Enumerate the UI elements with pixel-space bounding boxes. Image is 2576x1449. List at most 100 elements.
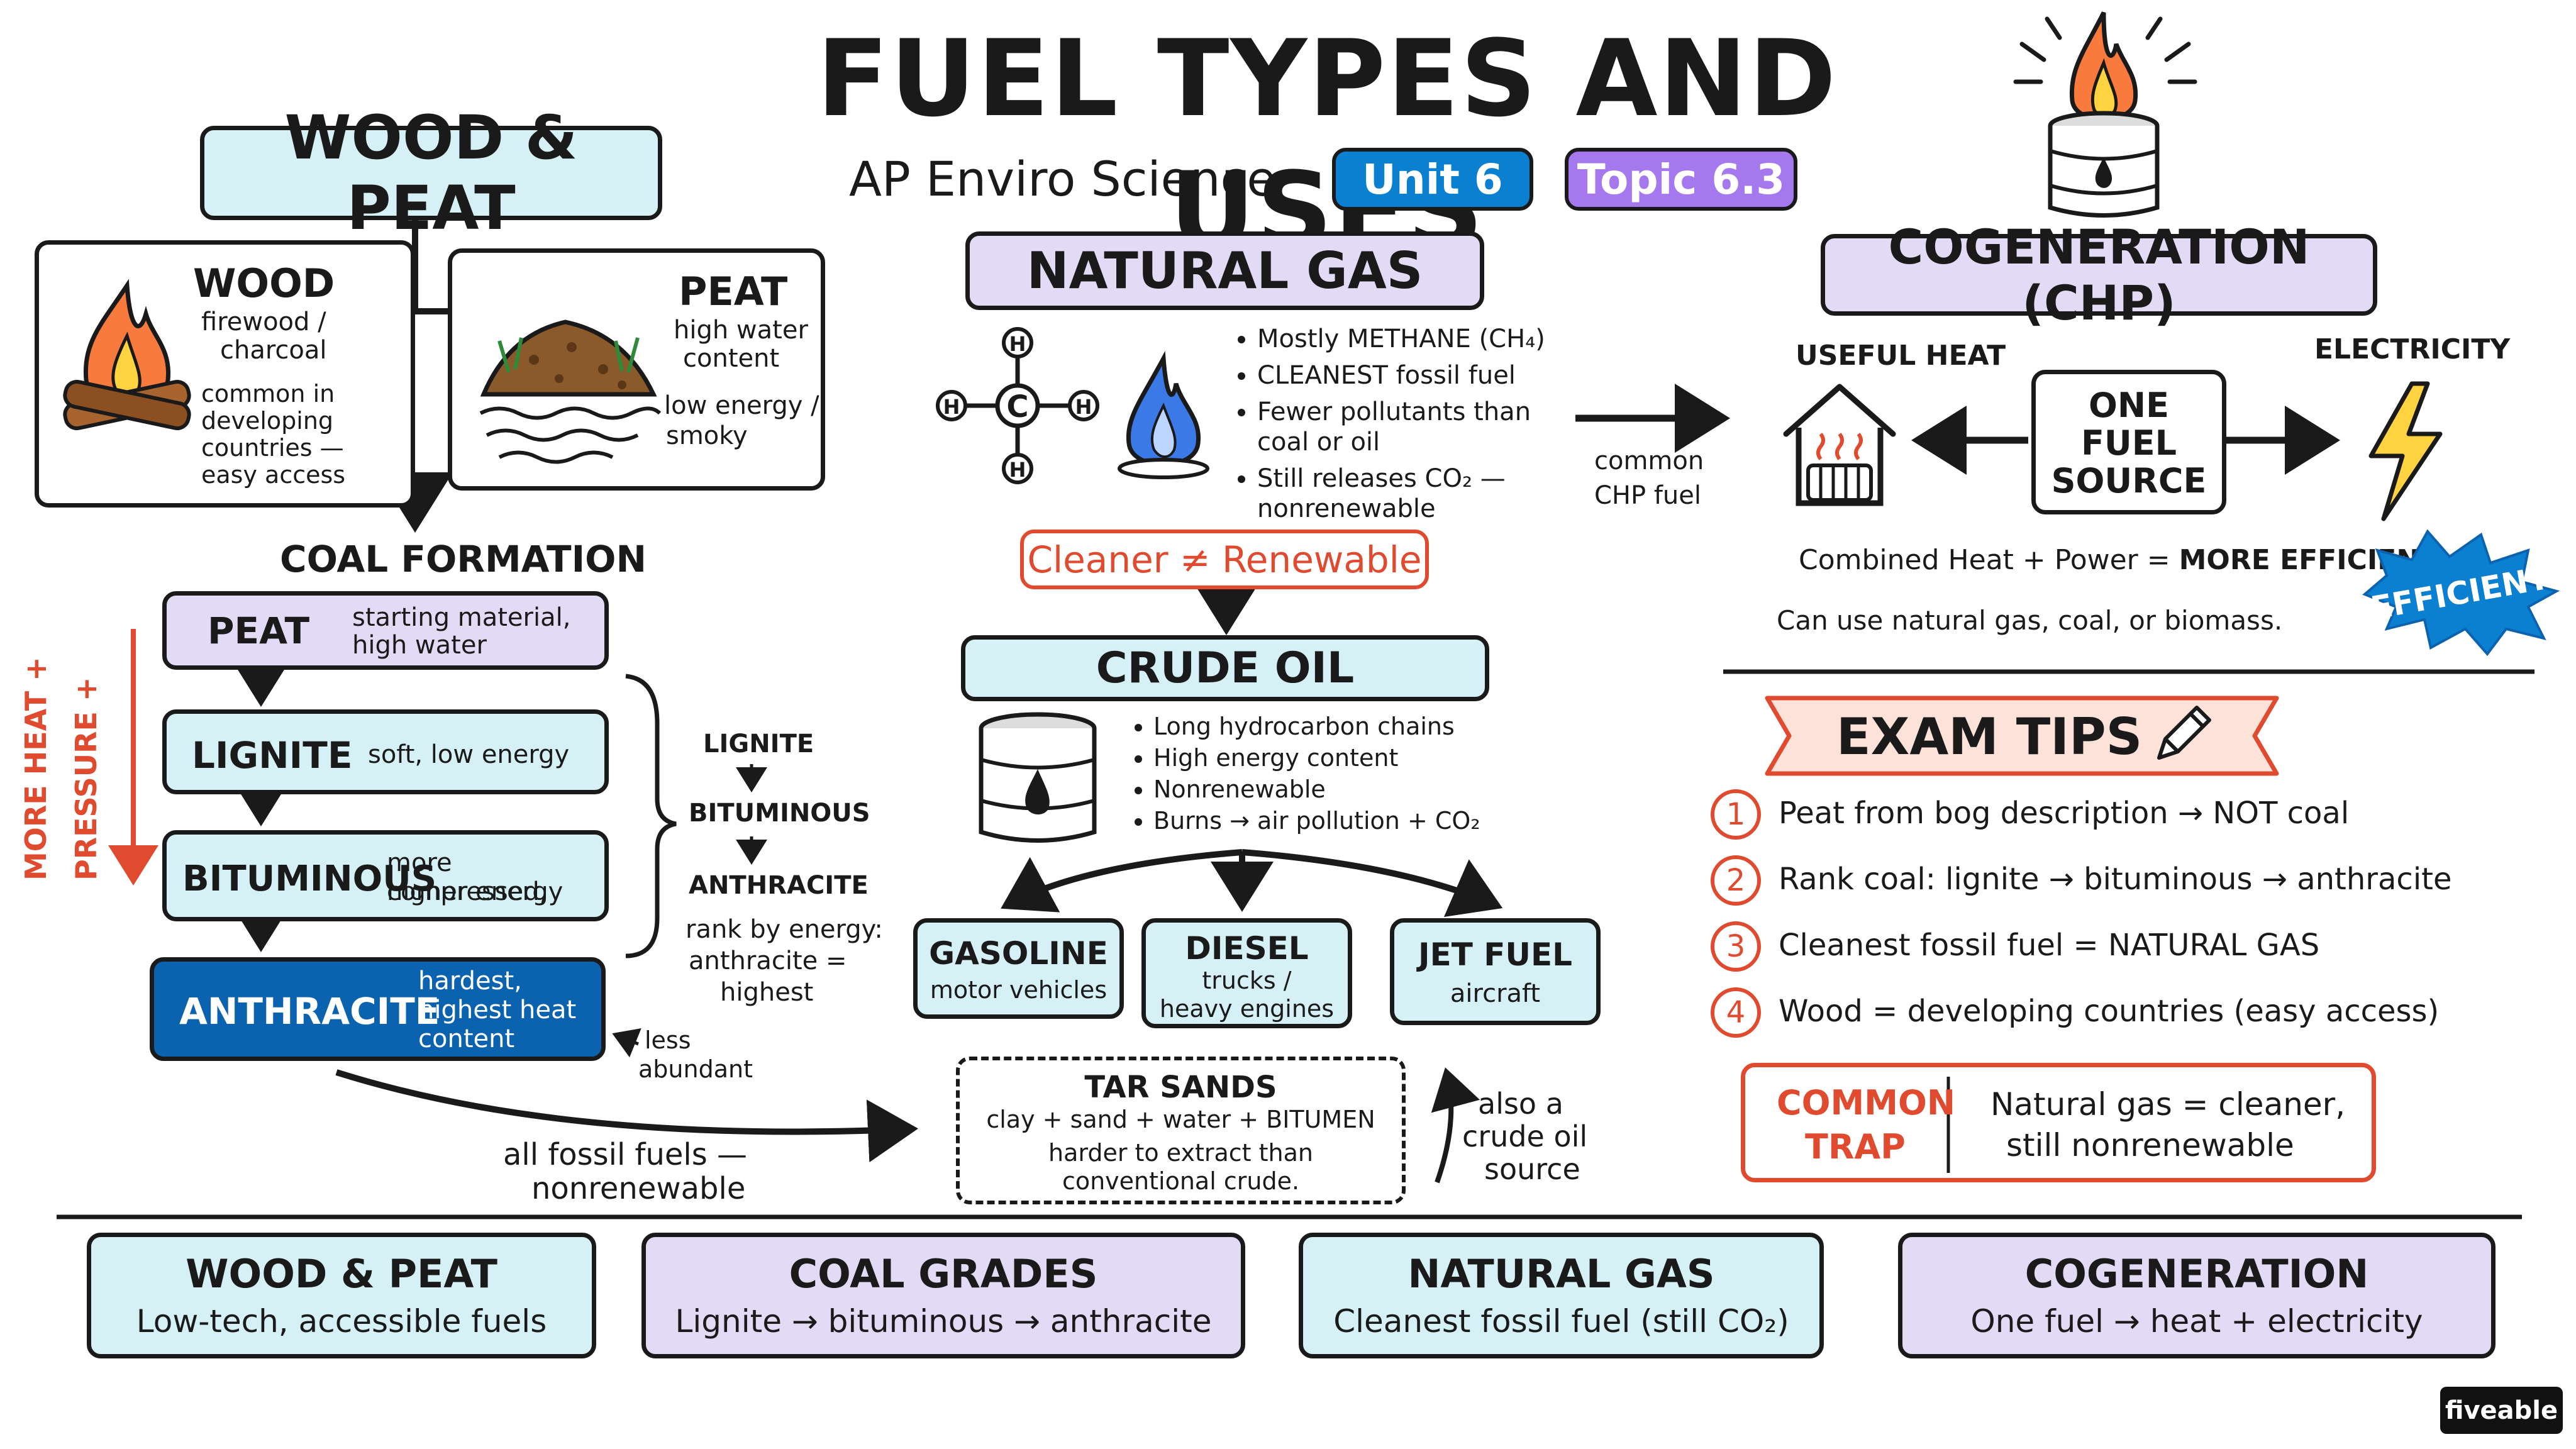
trap-text-1: Natural gas = cleaner, xyxy=(1990,1086,2346,1123)
page-title: FUEL TYPES AND USES xyxy=(816,17,1838,272)
peat-desc-2: content xyxy=(683,344,780,373)
product-jet-fuel: JET FUEL aircraft xyxy=(1390,918,1601,1025)
hydrogen-atom-right: H xyxy=(1075,395,1092,419)
natural-gas-header: NATURAL GAS xyxy=(965,231,1484,310)
coal-stage-name: ANTHRACITE xyxy=(179,990,440,1033)
rank-anthracite: ANTHRACITE xyxy=(689,871,869,900)
peat-note-1: low energy / xyxy=(664,391,819,420)
rank-note-1: rank by energy: xyxy=(686,915,883,944)
oil-bullet: High energy content xyxy=(1153,742,1503,774)
oil-bullet: Nonrenewable xyxy=(1153,774,1503,805)
oil-bullet: Burns → air pollution + CO₂ xyxy=(1153,805,1503,836)
tip-number-badge: 1 xyxy=(1711,789,1761,840)
tar-sands-line-3: conventional crude. xyxy=(1062,1167,1300,1195)
product-desc-2: heavy engines xyxy=(1159,995,1335,1023)
wood-desc-2: charcoal xyxy=(220,336,327,365)
wood-note-4: easy access xyxy=(201,461,346,489)
hydrogen-atom-bottom: H xyxy=(1009,458,1026,482)
summary-text: One fuel → heat + electricity xyxy=(1970,1303,2423,1340)
burning-barrel-icon xyxy=(2013,11,2197,218)
summary-text: Cleanest fossil fuel (still CO₂) xyxy=(1333,1303,1789,1340)
exam-tips-ribbon xyxy=(1765,696,2279,776)
efficient-burst-badge: EFFICIENT xyxy=(2362,529,2560,657)
cleaner-not-renewable-callout: Cleaner ≠ Renewable xyxy=(1020,530,1429,589)
one-fuel-source-box: ONE FUEL SOURCE xyxy=(2031,370,2226,514)
exam-tip-row: 2 Rank coal: lignite → bituminous → anth… xyxy=(1711,852,2528,909)
side-label-line-2: PRESSURE + xyxy=(69,677,103,880)
tar-sands-line-2: harder to extract than xyxy=(1048,1139,1313,1167)
tar-sands-box: TAR SANDS clay + sand + water + BITUMEN … xyxy=(956,1057,1406,1204)
all-fossil-1: all fossil fuels — xyxy=(503,1137,748,1172)
pencil-icon xyxy=(2157,706,2211,760)
side-label-line-1: MORE HEAT + xyxy=(19,657,53,880)
rank-note-3: highest xyxy=(720,978,814,1007)
exam-tip-row: 4 Wood = developing countries (easy acce… xyxy=(1711,984,2528,1041)
side-label-pressure: PRESSURE + xyxy=(69,629,107,880)
campfire-icon xyxy=(63,279,191,431)
tar-sands-line-1: clay + sand + water + BITUMEN xyxy=(986,1106,1375,1133)
exam-tip-row: 3 Cleanest fossil fuel = NATURAL GAS xyxy=(1711,918,2528,975)
product-desc-1: motor vehicles xyxy=(930,976,1108,1004)
product-diesel: DIESEL trucks / heavy engines xyxy=(1141,918,1352,1028)
product-desc-1: trucks / xyxy=(1202,967,1292,994)
trap-label-1: COMMON xyxy=(1777,1083,1956,1123)
oil-bullet: Long hydrocarbon chains xyxy=(1153,711,1503,742)
wood-card: WOOD firewood / charcoal common in devel… xyxy=(35,240,415,508)
peat-note-2: smoky xyxy=(666,421,748,450)
hydrogen-atom-top: H xyxy=(1009,332,1026,356)
page-subtitle: AP Enviro Science xyxy=(849,151,1277,207)
hydrogen-atom-left: H xyxy=(943,395,960,419)
peat-desc-1: high water xyxy=(674,316,808,345)
rank-bituminous: BITUMINOUS xyxy=(689,799,870,828)
side-label-heat: MORE HEAT + xyxy=(19,629,57,880)
coal-stage-anthracite: ANTHRACITE hardest, highest heat content xyxy=(150,957,606,1061)
gas-bullet-cont: coal or oil xyxy=(1257,428,1380,457)
product-gasoline: GASOLINE motor vehicles xyxy=(913,918,1124,1019)
tip-text: Rank coal: lignite → bituminous → anthra… xyxy=(1779,862,2452,897)
summary-title: COAL GRADES xyxy=(789,1251,1098,1297)
chp-efficiency-line: Combined Heat + Power = MORE EFFICIENT xyxy=(1799,544,2438,576)
common-trap-box: COMMON TRAP Natural gas = cleaner, still… xyxy=(1741,1063,2376,1182)
lightning-bolt-icon xyxy=(2368,381,2443,521)
wood-note-1: common in xyxy=(201,380,335,408)
chp-fuel-label-1: common xyxy=(1594,447,1704,475)
summary-card-cogeneration: COGENERATION One fuel → heat + electrici… xyxy=(1898,1233,2496,1358)
tip-number-badge: 3 xyxy=(1711,921,1761,972)
coal-stage-desc-2: high water xyxy=(352,631,487,660)
tip-text: Cleanest fossil fuel = NATURAL GAS xyxy=(1779,928,2320,963)
coal-stage-bituminous: BITUMINOUS more compressed, higher energ… xyxy=(162,830,609,921)
exam-tip-row: 1 Peat from bog description → NOT coal xyxy=(1711,786,2528,843)
cogeneration-header: COGENERATION (CHP) xyxy=(1821,219,2377,331)
oil-barrel-icon xyxy=(979,712,1097,843)
house-heat-icon xyxy=(1783,384,1896,506)
coal-stage-desc-1: hardest, xyxy=(418,967,522,996)
chp-line-text: Combined Heat + Power = xyxy=(1799,544,2179,576)
topic-badge: Topic 6.3 xyxy=(1565,148,1797,211)
peat-mound-icon xyxy=(479,319,662,464)
peat-card: PEAT high water content low energy / smo… xyxy=(448,248,825,491)
source-line-3: SOURCE xyxy=(2051,461,2207,501)
coal-stage-peat: PEAT starting material, high water xyxy=(162,591,609,670)
product-desc-1: aircraft xyxy=(1450,979,1541,1008)
wood-title: WOOD xyxy=(193,260,335,306)
electricity-label: ELECTRICITY xyxy=(2314,333,2511,365)
wood-peat-header: WOOD & PEAT xyxy=(200,103,662,243)
coal-stage-name: PEAT xyxy=(208,609,310,652)
product-name: DIESEL xyxy=(1185,930,1309,967)
unit-badge: Unit 6 xyxy=(1332,148,1533,211)
gas-bullet: Mostly METHANE (CH₄) xyxy=(1257,324,1582,354)
trap-text-2: still nonrenewable xyxy=(2006,1127,2294,1163)
also-crude-1: also a xyxy=(1478,1087,1563,1121)
gas-bullet: CLEANEST fossil fuel xyxy=(1257,360,1582,391)
methane-molecule-icon: C H H H H xyxy=(936,327,1099,484)
crude-oil-header: CRUDE OIL xyxy=(961,635,1489,701)
exam-tips-header: EXAM TIPS xyxy=(1836,708,2143,766)
coal-stage-desc-1: more compressed, xyxy=(387,848,548,906)
coal-stage-name: LIGNITE xyxy=(192,734,353,777)
gas-bullet: Still releases CO₂ — xyxy=(1257,464,1582,494)
gas-bullet: Fewer pollutants than xyxy=(1257,397,1582,427)
gas-bullet-cont: nonrenewable xyxy=(1257,494,1436,523)
coal-stage-desc-1: soft, low energy xyxy=(368,740,570,769)
brand-logo: fiveable xyxy=(2440,1387,2563,1434)
